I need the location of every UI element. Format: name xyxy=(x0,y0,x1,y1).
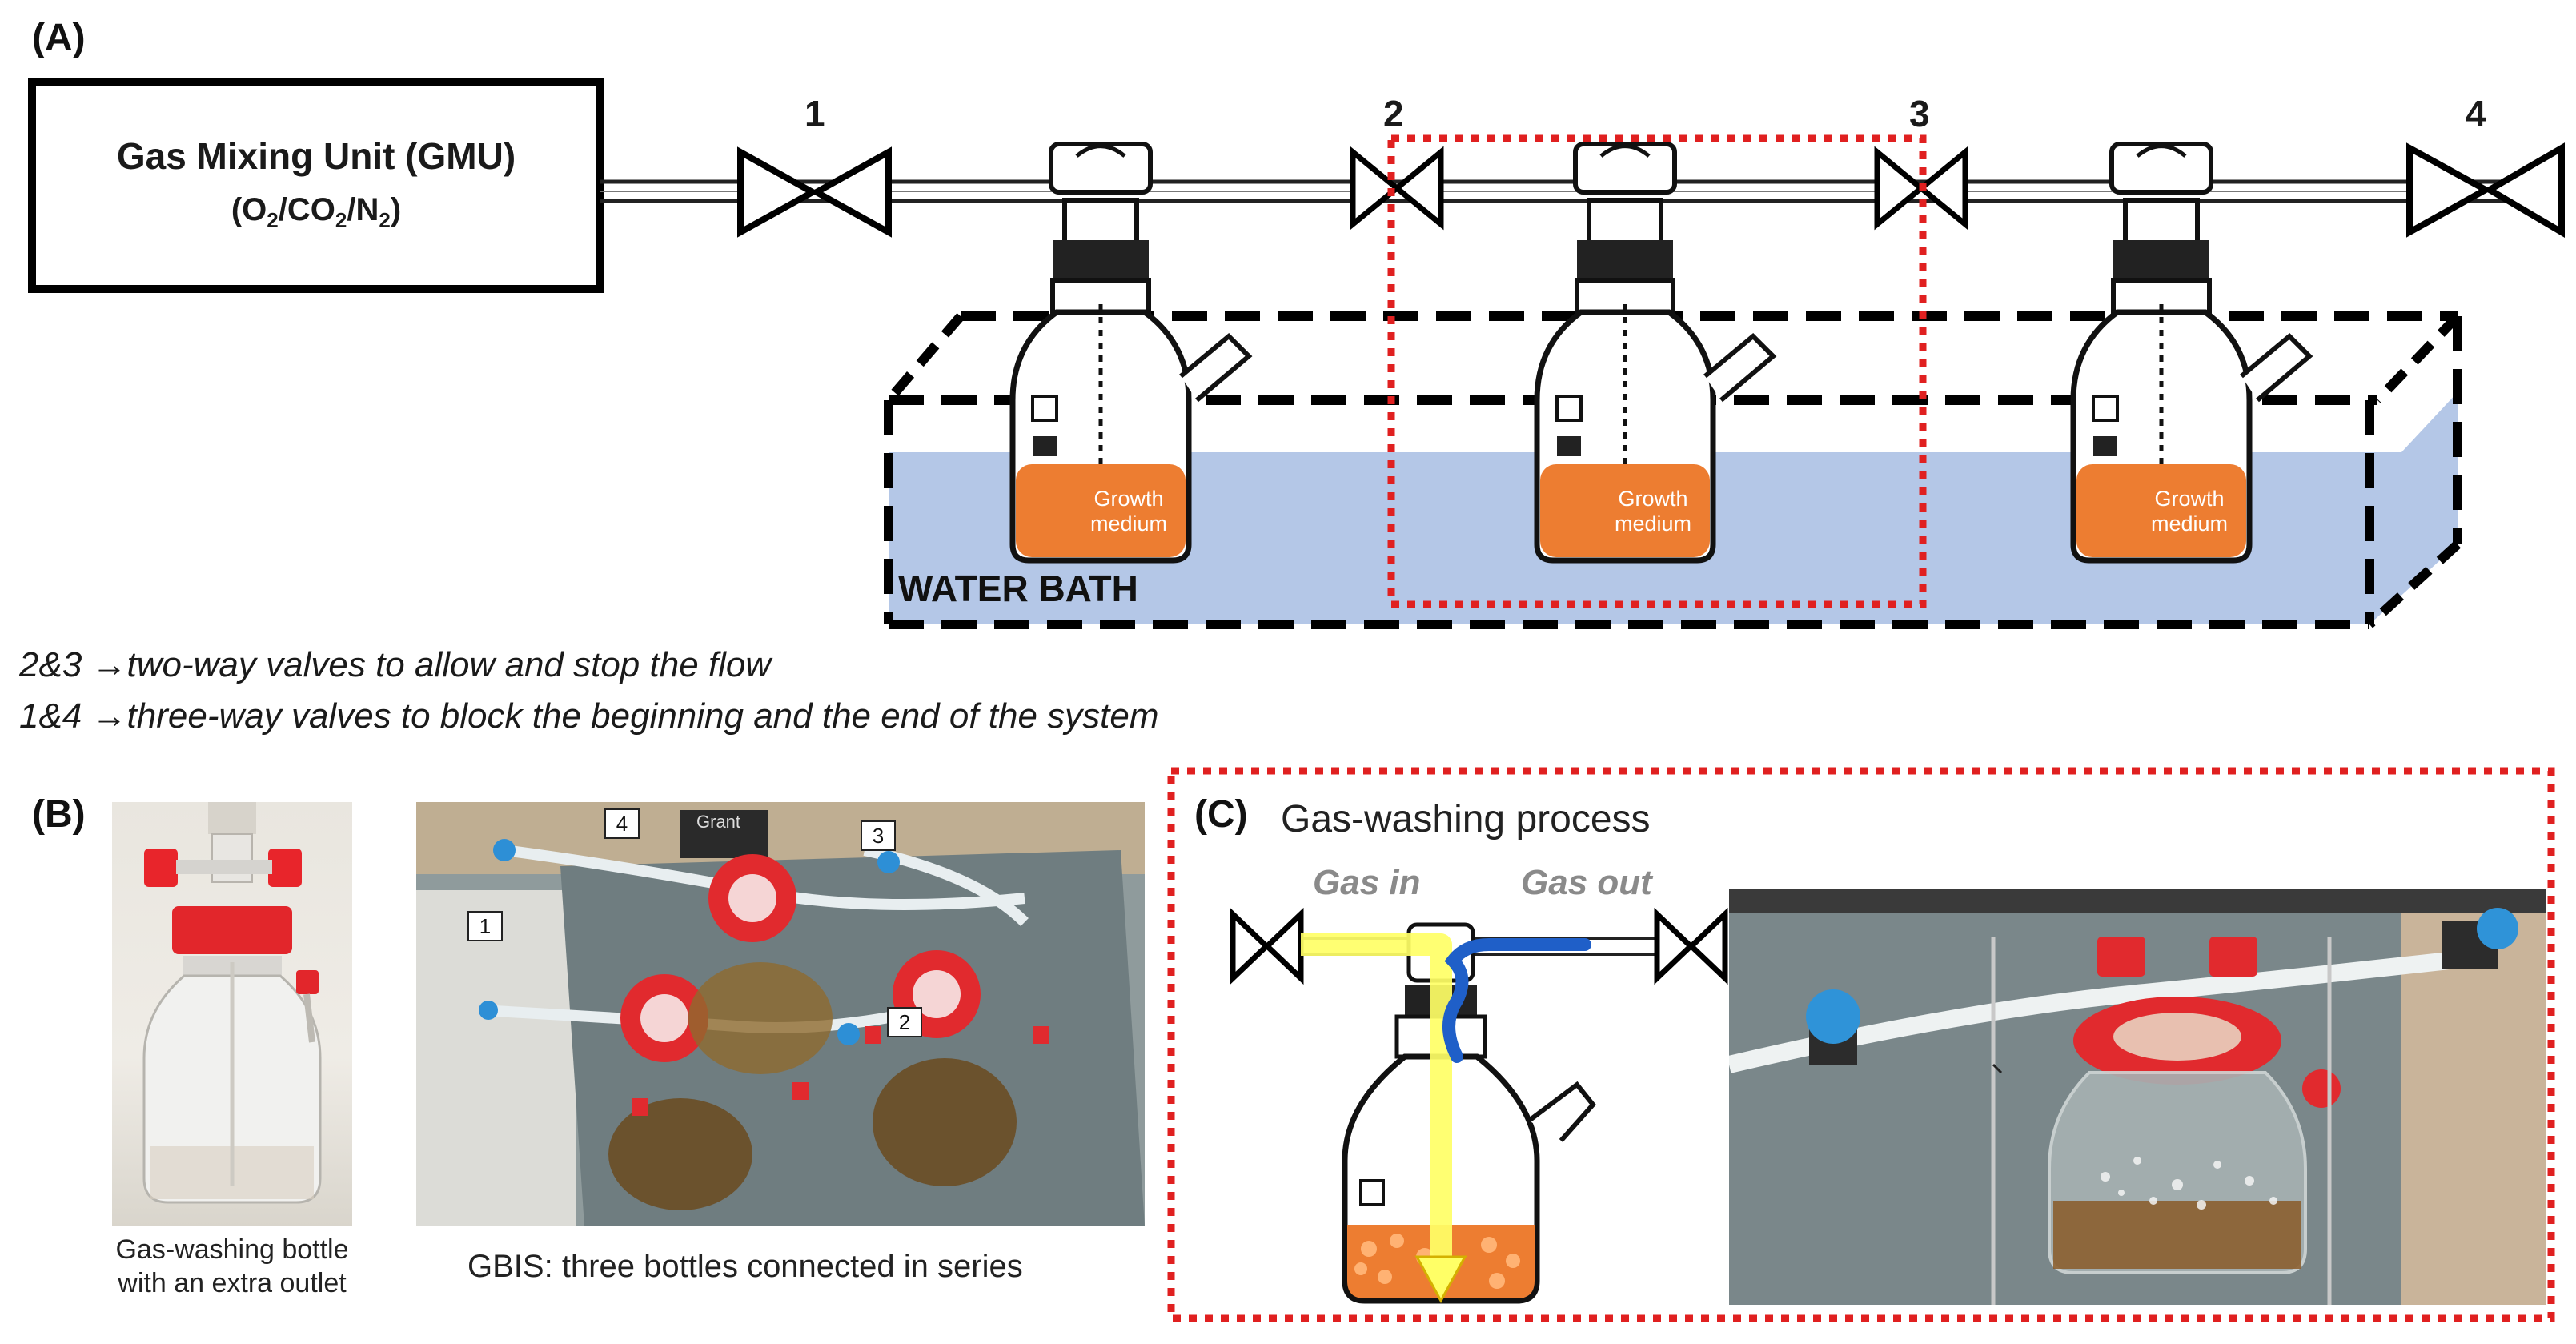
valve-3 xyxy=(1874,146,1968,231)
growth-label-line1: Growth xyxy=(1093,487,1164,511)
photo-tag-4: 4 xyxy=(604,808,640,839)
panel-a-label: (A) xyxy=(32,17,86,59)
photo-bubbling-bottle xyxy=(1729,889,2546,1305)
growth-label-line2: medium xyxy=(1089,512,1168,536)
note-two-way: 2&3 →two-way valves to allow and stop th… xyxy=(19,645,771,685)
note2-prefix: 1&4 xyxy=(19,696,82,736)
photo-tag-3: 3 xyxy=(861,820,896,851)
growth-medium-label-1: Growth medium xyxy=(1055,487,1202,536)
photo-three-bottles: Grant xyxy=(416,802,1145,1226)
gas-o: O xyxy=(242,192,267,227)
panel-c-label: (C) xyxy=(1194,793,1248,836)
valve-4 xyxy=(2406,142,2565,238)
valve-2 xyxy=(1350,146,1444,231)
panel-a-diagram xyxy=(28,78,2565,629)
caption-single-bottle: Gas-washing bottle with an extra outlet xyxy=(80,1233,384,1300)
gmu-title: Gas Mixing Unit (GMU) xyxy=(116,135,516,177)
valve-1 xyxy=(737,146,892,238)
photo-tag-1: 1 xyxy=(467,911,503,941)
note2-text: three-way valves to block the beginning … xyxy=(126,696,1159,736)
valve-label-3: 3 xyxy=(1909,93,1930,134)
gas-co: /CO xyxy=(278,192,335,227)
bottle-group xyxy=(1009,142,2313,564)
growth-label-line1: Growth xyxy=(2154,487,2225,511)
bottle-photo-art xyxy=(142,802,322,1204)
valve-label-1: 1 xyxy=(804,93,825,134)
valve-label-4: 4 xyxy=(2466,93,2486,134)
caption1-line1: Gas-washing bottle xyxy=(115,1234,349,1265)
arrow-icon: → xyxy=(91,645,127,684)
valve-right-b xyxy=(1687,907,1728,985)
growth-label-line1: Growth xyxy=(1618,487,1688,511)
gas-in-arrow xyxy=(1301,933,1452,1265)
highlight-box-a xyxy=(1387,134,1927,608)
bottle-1 xyxy=(1009,142,1253,564)
photo-tag-2: 2 xyxy=(887,1007,922,1037)
bottle-3 xyxy=(2070,142,2313,564)
gmu-box xyxy=(28,78,604,293)
valve-left-b xyxy=(1262,907,1304,985)
bubbling-photo-art xyxy=(1729,889,2546,1305)
valve-right xyxy=(1654,907,1695,985)
valve-left xyxy=(1230,907,1271,985)
bottle-2 xyxy=(1534,142,1777,564)
valve-label-2: 2 xyxy=(1383,93,1404,134)
sub-2: 2 xyxy=(379,208,391,232)
note1-text: two-way valves to allow and stop the flo… xyxy=(126,645,772,684)
water-bath-label: WATER BATH xyxy=(898,568,1138,609)
growth-label-line2: medium xyxy=(1614,512,1692,536)
bath-bottom-diag xyxy=(2365,540,2462,628)
photo-single-bottle xyxy=(112,802,352,1226)
caption1-line2: with an extra outlet xyxy=(118,1268,347,1298)
series-photo-art xyxy=(416,802,1145,1226)
gas-n: /N xyxy=(347,192,379,227)
gas-washing-diagram xyxy=(1230,907,1728,1304)
gas-in-arrowhead xyxy=(1414,1255,1467,1304)
panel-c-frame xyxy=(1167,767,2555,1322)
gas-in-label: Gas in xyxy=(1313,863,1421,902)
growth-medium-label-2: Growth medium xyxy=(1579,487,1727,536)
caption-series: GBIS: three bottles connected in series xyxy=(467,1249,1023,1284)
panel-c-title: Gas-washing process xyxy=(1281,798,1651,841)
growth-label-line2: medium xyxy=(2150,512,2229,536)
note1-prefix: 2&3 xyxy=(19,645,82,684)
gas-out-arrow xyxy=(1442,938,1591,1063)
highlight-box-c xyxy=(1167,767,2555,1322)
panel-b-label: (B) xyxy=(32,793,86,836)
gmu-gases: (O2/CO2/N2) xyxy=(231,192,402,232)
bath-right-diag xyxy=(2373,312,2462,404)
note-three-way: 1&4 →three-way valves to block the begin… xyxy=(19,696,1159,736)
sub-2: 2 xyxy=(267,208,279,232)
gas-out-label: Gas out xyxy=(1521,863,1652,902)
arrow-icon: → xyxy=(91,696,127,736)
brand-text: Grant xyxy=(696,812,741,832)
growth-medium-label-3: Growth medium xyxy=(2116,487,2263,536)
bath-left-diag xyxy=(885,313,965,403)
sub-2: 2 xyxy=(335,208,347,232)
process-bottle xyxy=(1342,922,1596,1304)
